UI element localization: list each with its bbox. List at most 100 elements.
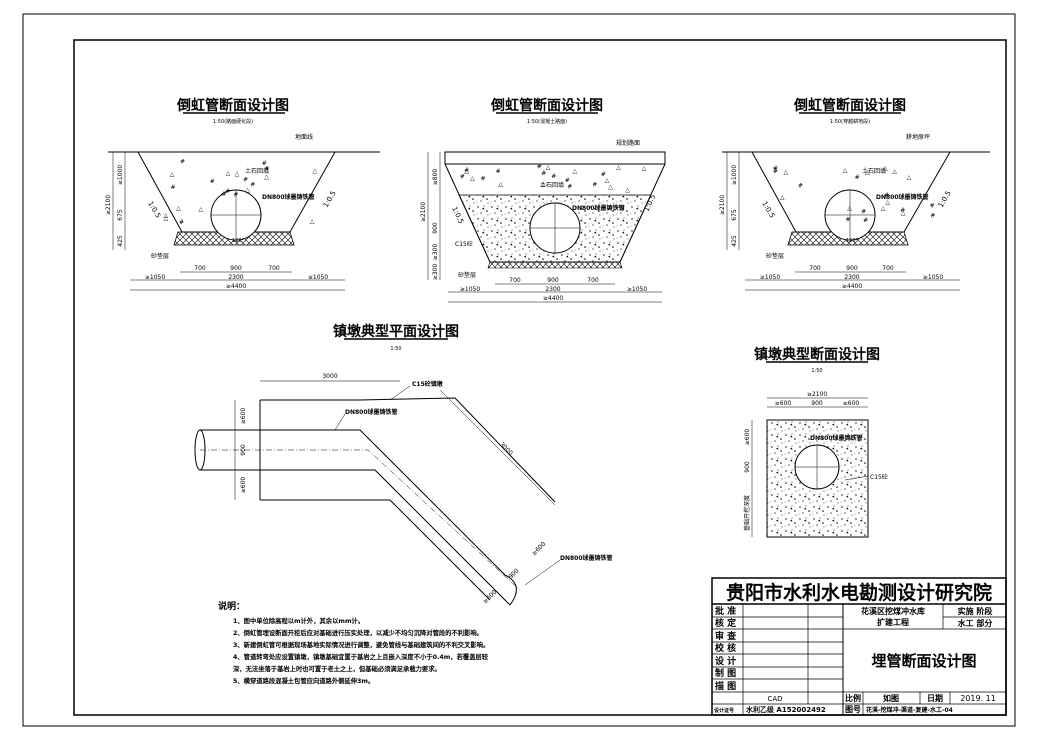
fill-symbol: # xyxy=(884,192,889,199)
section-dim-left-0: ≥600 xyxy=(744,429,751,446)
fill-symbol: △ xyxy=(464,168,469,175)
no-label: 图号 xyxy=(845,705,861,714)
s2-slope-left: 1:0.5 xyxy=(450,205,465,225)
notes: 说明： 1、图中单位除高程以m计外，其余以mm计。 2、倒虹管埋设断面开挖后应对… xyxy=(218,600,489,685)
fill-symbol: △ xyxy=(226,170,231,177)
s2-dim-left-4: ≥300 xyxy=(432,264,439,281)
s1-title: 倒虹管断面设计图 xyxy=(176,97,289,114)
fill-symbol: # xyxy=(601,171,606,178)
plan-scale: 1:50 xyxy=(390,346,401,352)
cert-label: 设计证号 xyxy=(714,707,734,714)
s2-dim-b-1: 900 xyxy=(547,277,559,284)
fill-symbol: # xyxy=(798,183,803,190)
row-label-review: 审 查 xyxy=(715,630,737,642)
section-3: 倒虹管断面设计图 1:50(穿越耕地段) 耕地原坪 土石回填 DN800球墨铸铁… xyxy=(719,97,990,291)
fill-symbol: # xyxy=(262,160,267,167)
fill-symbol: △ xyxy=(163,212,168,219)
fill-symbol: # xyxy=(171,184,176,191)
row-label-approve: 批 准 xyxy=(715,605,736,617)
fill-symbol: # xyxy=(541,170,546,177)
s3-dim-left-2: 675 xyxy=(731,209,738,221)
stage-label: 实施 阶段 xyxy=(958,606,993,616)
s1-dim-b-4: 2300 xyxy=(228,274,243,281)
s3-dim-left-1: ≥1000 xyxy=(731,165,738,185)
s1-dim-b-2: 700 xyxy=(268,265,280,272)
fill-symbol: # xyxy=(861,209,866,216)
fill-symbol: # xyxy=(846,216,851,223)
fill-symbol: # xyxy=(233,192,238,199)
s3-slope-left: 1:0.5 xyxy=(760,200,776,220)
s2-dim-left-3: ≥300 xyxy=(432,244,439,261)
fill-symbol: △ xyxy=(164,215,169,222)
fill-symbol: △ xyxy=(892,168,897,175)
s3-title: 倒虹管断面设计图 xyxy=(793,97,906,114)
note-line-4: 4、管道转弯处应设置镇墩，镇墩基础宜置于基岩之上且嵌入深度不小于0.4m，若覆盖… xyxy=(233,652,489,661)
s1-dim-left-0: ≥2100 xyxy=(105,195,112,215)
fill-symbol: # xyxy=(210,178,215,185)
cad-label: CAD xyxy=(767,695,782,703)
plan-dim-left-0: ≥600 xyxy=(240,408,247,425)
fill-symbol: △ xyxy=(573,168,578,175)
fill-symbol: # xyxy=(930,213,935,220)
part-label: 水工 部分 xyxy=(957,618,993,628)
plan-dim-db-1: 900 xyxy=(507,567,520,580)
section-1: 倒虹管断面设计图 1:50(路面硬化段) 地面线 土石回填 DN800球墨铸铁管… xyxy=(105,97,380,291)
s2-dim-b-5: ≥1050 xyxy=(627,286,647,293)
s1-dim-b-3: ≥1050 xyxy=(145,274,165,281)
plan-pipe xyxy=(200,429,511,606)
fill-symbol: △ xyxy=(608,183,613,190)
fill-symbol: # xyxy=(930,202,935,209)
s2-dim-b-4: 2300 xyxy=(545,286,560,293)
s1-soil: 土石回填 xyxy=(245,167,269,175)
fill-symbol: △ xyxy=(616,164,621,171)
cert-value: 水利乙级 A152002492 xyxy=(746,705,826,714)
fill-symbol: # xyxy=(180,158,185,165)
fill-symbol: △ xyxy=(170,171,175,178)
plan-block xyxy=(260,397,556,601)
s1-dim-b-0: 700 xyxy=(194,265,206,272)
section-view: 镇墩典型断面设计图 1:50 DN800球墨铸铁管 C15砼 ≥2100 ≥60… xyxy=(743,346,888,538)
fill-symbol: △ xyxy=(605,177,610,184)
notes-heading: 说明： xyxy=(218,600,245,612)
fill-symbol: # xyxy=(565,177,570,184)
s3-slope-right: 1:0.5 xyxy=(937,189,953,209)
fill-symbol: △ xyxy=(245,187,250,194)
scale-value: 如图 xyxy=(883,693,899,703)
project-name-2: 扩建工程 xyxy=(877,617,909,627)
s2-dim-b-6: ≥4400 xyxy=(543,295,563,302)
s2-dim-b-3: ≥1050 xyxy=(460,286,480,293)
section-concrete-label: C15砼 xyxy=(870,473,888,481)
section-pipe-label: DN800球墨铸铁管 xyxy=(810,434,863,442)
fill-symbol: # xyxy=(863,217,868,224)
date-value: 2019. 11 xyxy=(960,694,996,703)
s1-dim-left-1: ≥1000 xyxy=(117,165,124,185)
fill-symbol: # xyxy=(243,177,248,184)
note-line-2: 2、倒虹管埋设断面开挖后应对基础进行压实处理，以减少不均匀沉降对管段的不利影响。 xyxy=(233,628,483,637)
fill-symbol: △ xyxy=(546,164,551,171)
plan-concrete-label: C15砼镇墩 xyxy=(412,380,444,388)
s1-dim-b-6: ≥4400 xyxy=(226,283,246,290)
fill-symbol: # xyxy=(464,167,469,174)
s1-angle: 120° xyxy=(232,238,245,244)
section-dim-top2-2: ≥600 xyxy=(843,400,860,407)
plan-dim-top: 3000 xyxy=(322,373,337,380)
s3-dim-left-0: ≥2100 xyxy=(719,195,726,215)
fill-symbol: # xyxy=(264,165,269,172)
s3-ground: 耕地原坪 xyxy=(906,133,930,141)
s1-slope-right: 1:0.5 xyxy=(322,189,338,209)
fill-symbol: # xyxy=(773,168,778,175)
s2-dim-left-2: 900 xyxy=(432,222,439,234)
section-2: 倒虹管断面设计图 1:50(混凝土路面) 规划路面 土石回填 DN800球墨铸铁… xyxy=(420,97,666,303)
fill-symbol: # xyxy=(179,219,184,226)
s3-bedding-label: 砂垫层 xyxy=(766,252,784,260)
s2-concrete-label: C15砼 xyxy=(455,240,473,248)
section-dim-left-1: 900 xyxy=(744,461,751,473)
section-dim-top2-0: ≥600 xyxy=(775,400,792,407)
plan-dim-db-2: ≥600 xyxy=(531,541,548,558)
s2-bedding xyxy=(487,261,623,269)
fill-symbol: △ xyxy=(176,205,181,212)
note-line-1: 1、图中单位除高程以m计外，其余以mm计。 xyxy=(233,616,364,625)
fill-symbol: △ xyxy=(885,199,890,206)
section-title: 镇墩典型断面设计图 xyxy=(754,346,880,363)
fill-symbol: △ xyxy=(780,194,785,201)
